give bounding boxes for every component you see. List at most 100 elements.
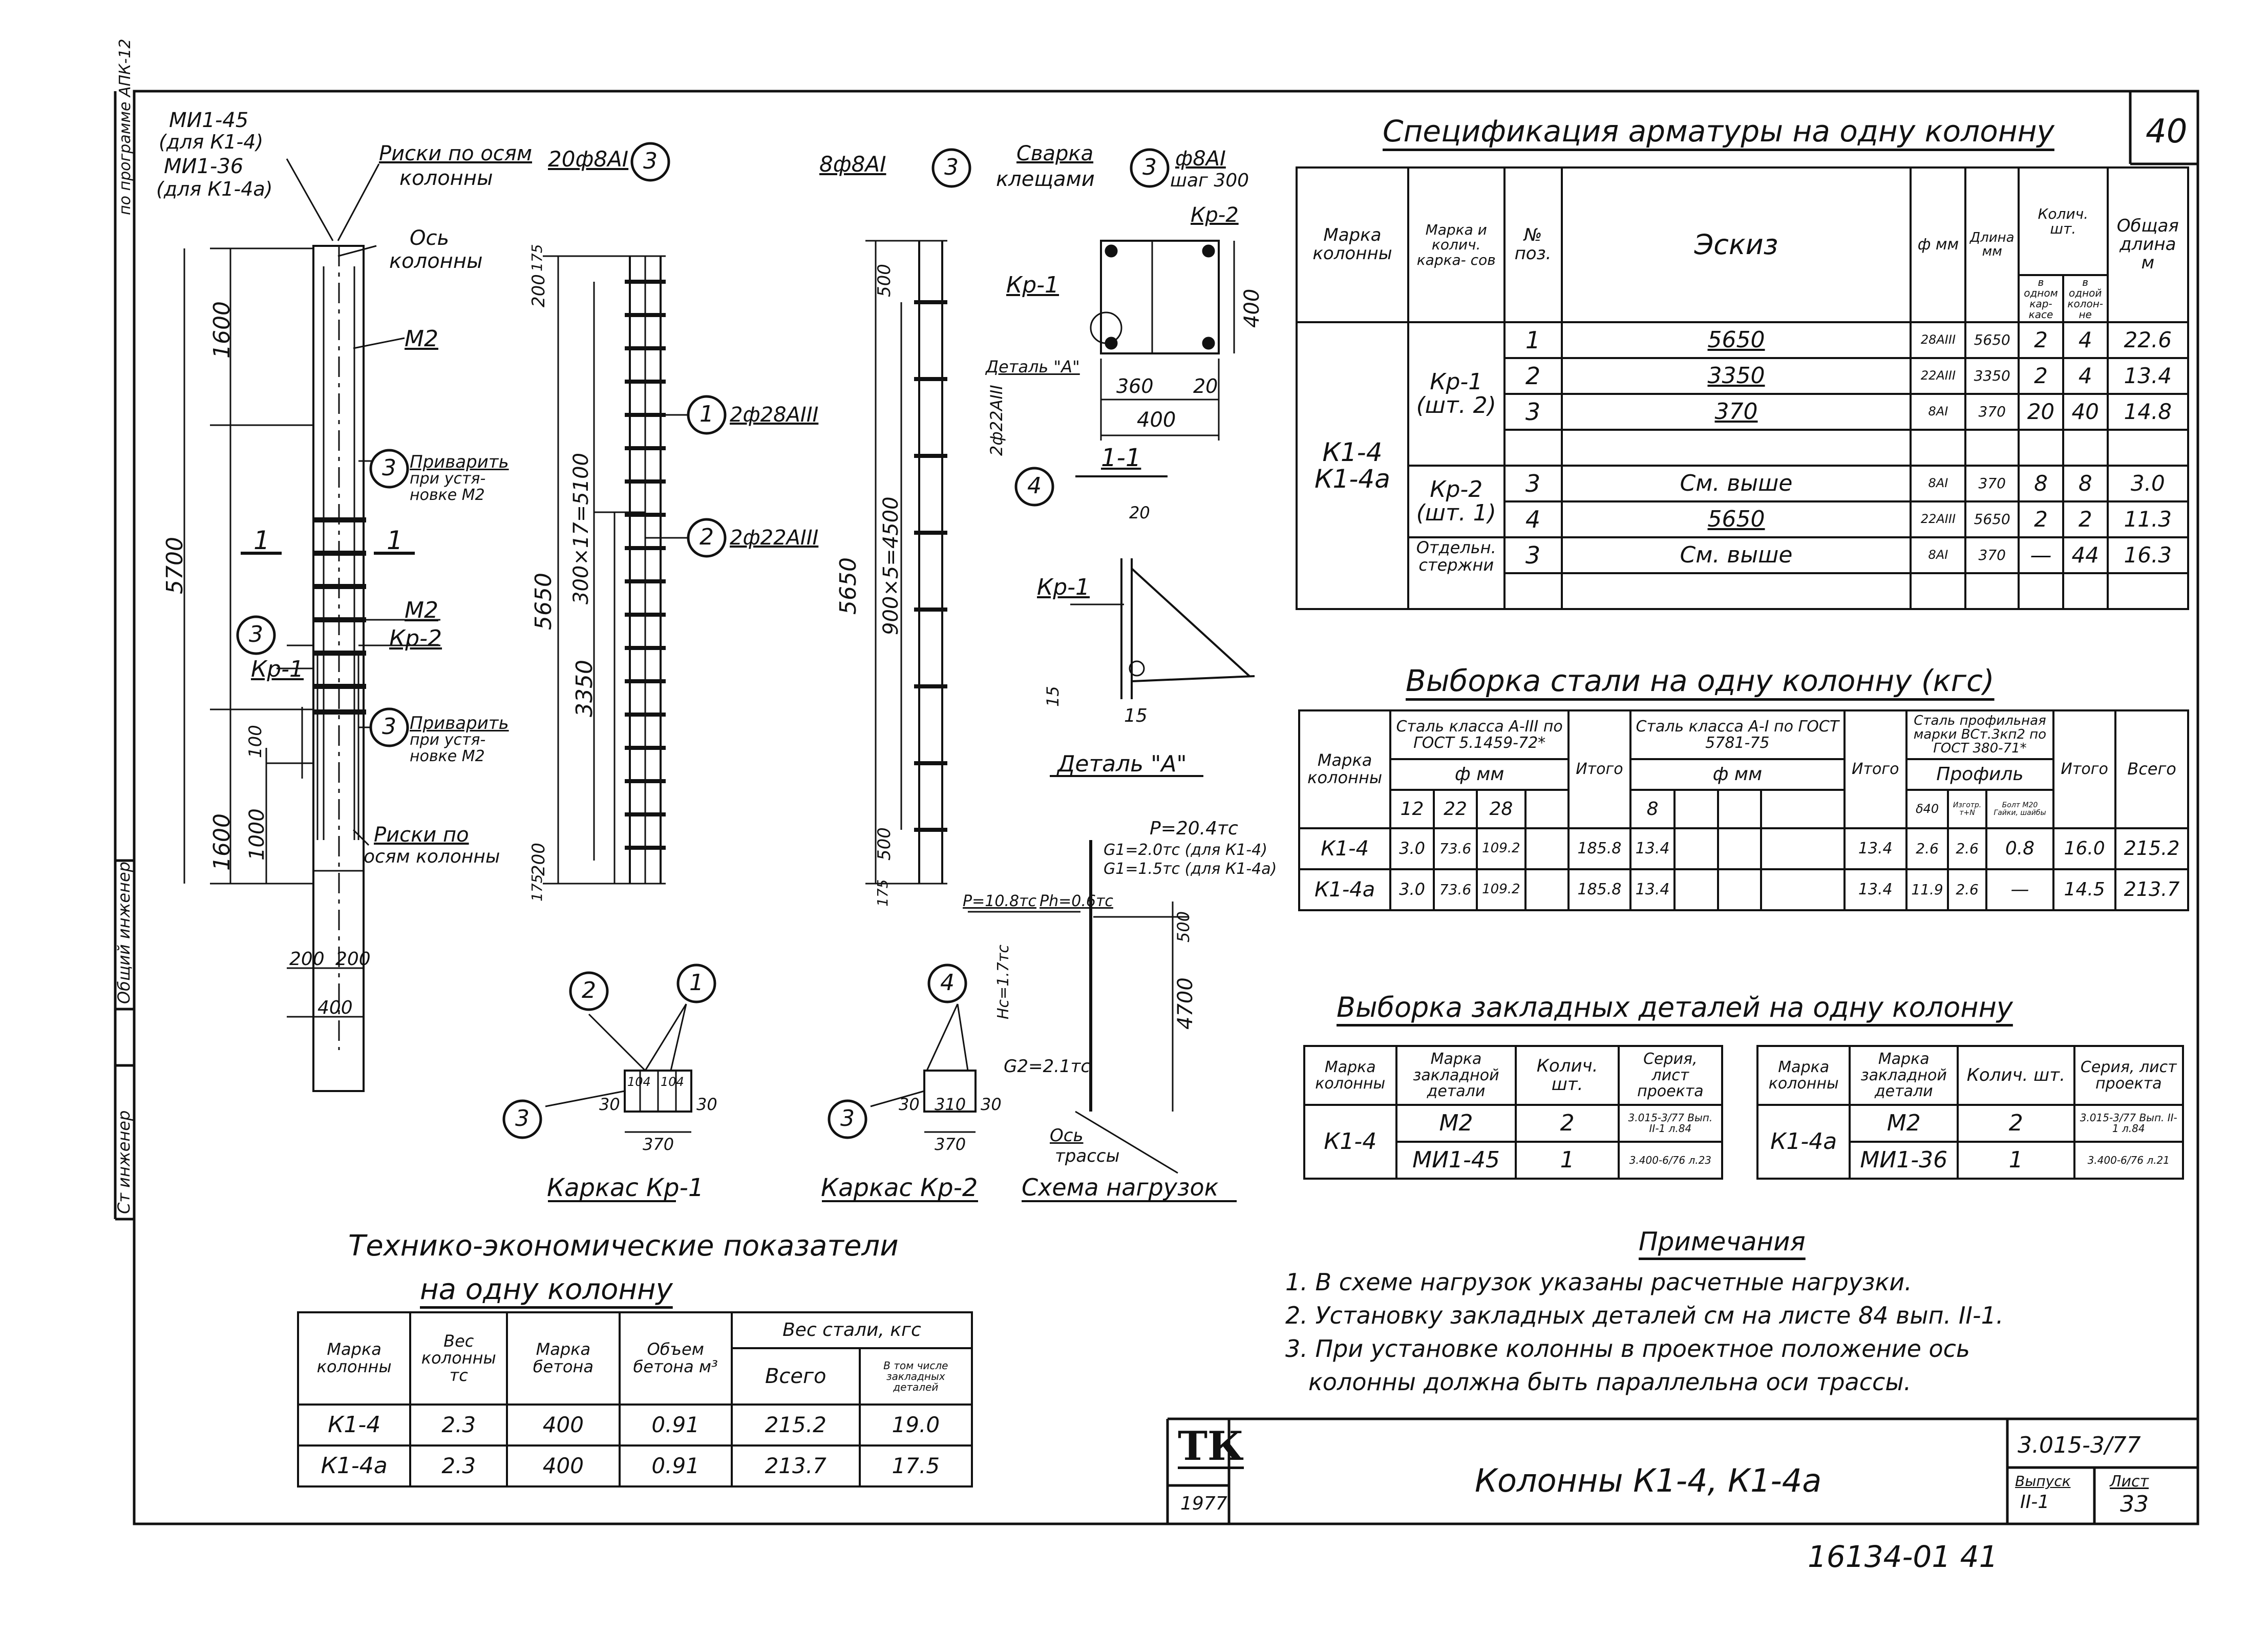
detail-title: Деталь "А" <box>1057 751 1187 777</box>
dim-text: 5650 <box>531 573 557 630</box>
diameter: 8 <box>1629 789 1676 829</box>
dim-text: 30 <box>899 1095 920 1114</box>
weld-note: новке М2 <box>410 486 485 504</box>
q1: 2 <box>2018 500 2064 538</box>
spec-subheader: в одной колон- не <box>2062 274 2109 323</box>
dim-text: 400 <box>1240 288 1264 328</box>
stamp-role: Общий инженер <box>114 862 134 1004</box>
load-label: G2=2.1тс <box>1004 1056 1091 1077</box>
load-label: G1=2.0тс (для К1-4) <box>1104 841 1267 859</box>
sheet-label: Лист <box>2110 1473 2149 1491</box>
diameter: 12 <box>1389 789 1435 829</box>
d: 8АI <box>1910 465 1967 502</box>
emb-qty: 2 <box>1957 1104 2075 1143</box>
dim-text: 370 <box>643 1135 674 1154</box>
total: 14.8 <box>2106 393 2190 431</box>
dim-text: 1000 <box>245 808 269 861</box>
series: 3.015-3/77 <box>2018 1432 2141 1458</box>
kr2-label: Кр-2 <box>1191 203 1239 227</box>
pos-number: 3 <box>944 154 959 180</box>
len: 5650 <box>1964 321 2020 359</box>
steel-title: Выборка стали на одну колонну (кгс) <box>1406 663 1995 698</box>
cell: 13.4 <box>1843 827 1907 870</box>
pos-number: 3 <box>643 148 658 174</box>
cell: 109.2 <box>1476 868 1527 911</box>
tech-header: Вес стали, кгс <box>730 1311 973 1349</box>
steel-header: Всего <box>2114 709 2189 829</box>
bar-label: 2ф22АIII <box>730 526 819 550</box>
tech-cell: К1-4 <box>296 1403 412 1447</box>
frame-title: Каркас Кр-1 <box>547 1174 704 1202</box>
mark-label: (для К1-4а) <box>156 178 273 200</box>
q1: 2 <box>2018 357 2064 395</box>
emb-header: Марка колонны <box>1303 1045 1397 1106</box>
issue-label: Выпуск <box>2015 1473 2071 1490</box>
sketch: 370 <box>1560 393 1912 431</box>
pos: 3 <box>1503 393 1563 431</box>
note-item: 2. Установку закладных деталей см на лис… <box>1285 1302 2004 1329</box>
total: 22.6 <box>2106 321 2190 359</box>
pos: 3 <box>1503 536 1563 574</box>
dim-text: 175 <box>528 244 545 271</box>
pos-3-circle-a <box>630 142 670 182</box>
weld-note: новке М2 <box>410 747 485 765</box>
pos-number: 1 <box>689 970 704 996</box>
pos-number: 2 <box>582 977 596 1003</box>
sheet-frame <box>133 90 2199 1525</box>
emb-header: Серия, лист проекта <box>1617 1045 1724 1106</box>
pos: 3 <box>1503 465 1563 502</box>
section-mark: 1 <box>387 526 403 555</box>
sketch: 3350 <box>1560 357 1912 395</box>
section-mark: 1 <box>253 526 270 555</box>
tech-subtitle: на одну колонну <box>420 1273 673 1306</box>
note-item: колонны должна быть параллельна оси трас… <box>1308 1368 1912 1396</box>
dim-text: 104 <box>661 1075 684 1089</box>
pos-number: 3 <box>840 1105 855 1132</box>
section-title: 1-1 <box>1101 444 1141 472</box>
frame-title: Каркас Кр-2 <box>821 1174 978 1202</box>
sketch: 5650 <box>1560 500 1912 538</box>
len: 3350 <box>1964 357 2020 395</box>
emb-series: 3.015-3/77 Вып. II-1 л.84 <box>2073 1104 2185 1143</box>
kr2-label: Кр-2 <box>389 625 442 652</box>
tech-cell: 400 <box>506 1444 621 1488</box>
emb-header: Марка закладной детали <box>1395 1045 1517 1106</box>
sketch: См. выше <box>1560 465 1912 502</box>
loads-title: Схема нагрузок <box>1022 1174 1219 1201</box>
spec-header: Колич. шт. <box>2018 166 2109 276</box>
axis-label: Ось <box>410 226 450 250</box>
cell: 185.8 <box>1567 827 1631 870</box>
q2: 2 <box>2062 500 2109 538</box>
q1: 8 <box>2018 465 2064 502</box>
total: 3.0 <box>2106 465 2190 502</box>
load-label: P=10.8тс <box>963 892 1036 910</box>
steel-group: Сталь профильная марки ВСт.3кп2 по ГОСТ … <box>1905 709 2055 760</box>
q1: — <box>2018 536 2064 574</box>
total: 16.3 <box>2106 536 2190 574</box>
tech-header: Всего <box>730 1347 861 1406</box>
q2: 44 <box>2062 536 2109 574</box>
step-label: шаг 300 <box>1170 170 1249 191</box>
dim-text: 20 <box>1129 503 1150 522</box>
risks-label: осям колонны <box>364 846 500 867</box>
len: 5650 <box>1964 500 2020 538</box>
bars-label: 20ф8АI <box>548 146 629 172</box>
dim-text: 4700 <box>1174 977 1197 1030</box>
load-label: Ph=0.6тс <box>1040 892 1113 910</box>
len: 370 <box>1964 536 2020 574</box>
tech-header: Объем бетона м³ <box>618 1311 733 1406</box>
tech-cell: 2.3 <box>409 1403 508 1447</box>
weld-note: Приварить <box>410 452 509 472</box>
tech-cell: 0.91 <box>618 1444 733 1488</box>
tech-cell: 400 <box>506 1403 621 1447</box>
pos-number: 3 <box>515 1105 529 1132</box>
pos-number: 3 <box>382 455 396 481</box>
embedded-table-right: Марка колонны Марка закладной детали Кол… <box>1756 1045 2185 1180</box>
mark-label: (для К1-4) <box>159 131 264 153</box>
sketch: 5650 <box>1560 321 1912 359</box>
dim-text: 900×5=4500 <box>879 496 903 635</box>
len: 370 <box>1964 393 2020 431</box>
dim-text: 400 <box>317 997 353 1018</box>
